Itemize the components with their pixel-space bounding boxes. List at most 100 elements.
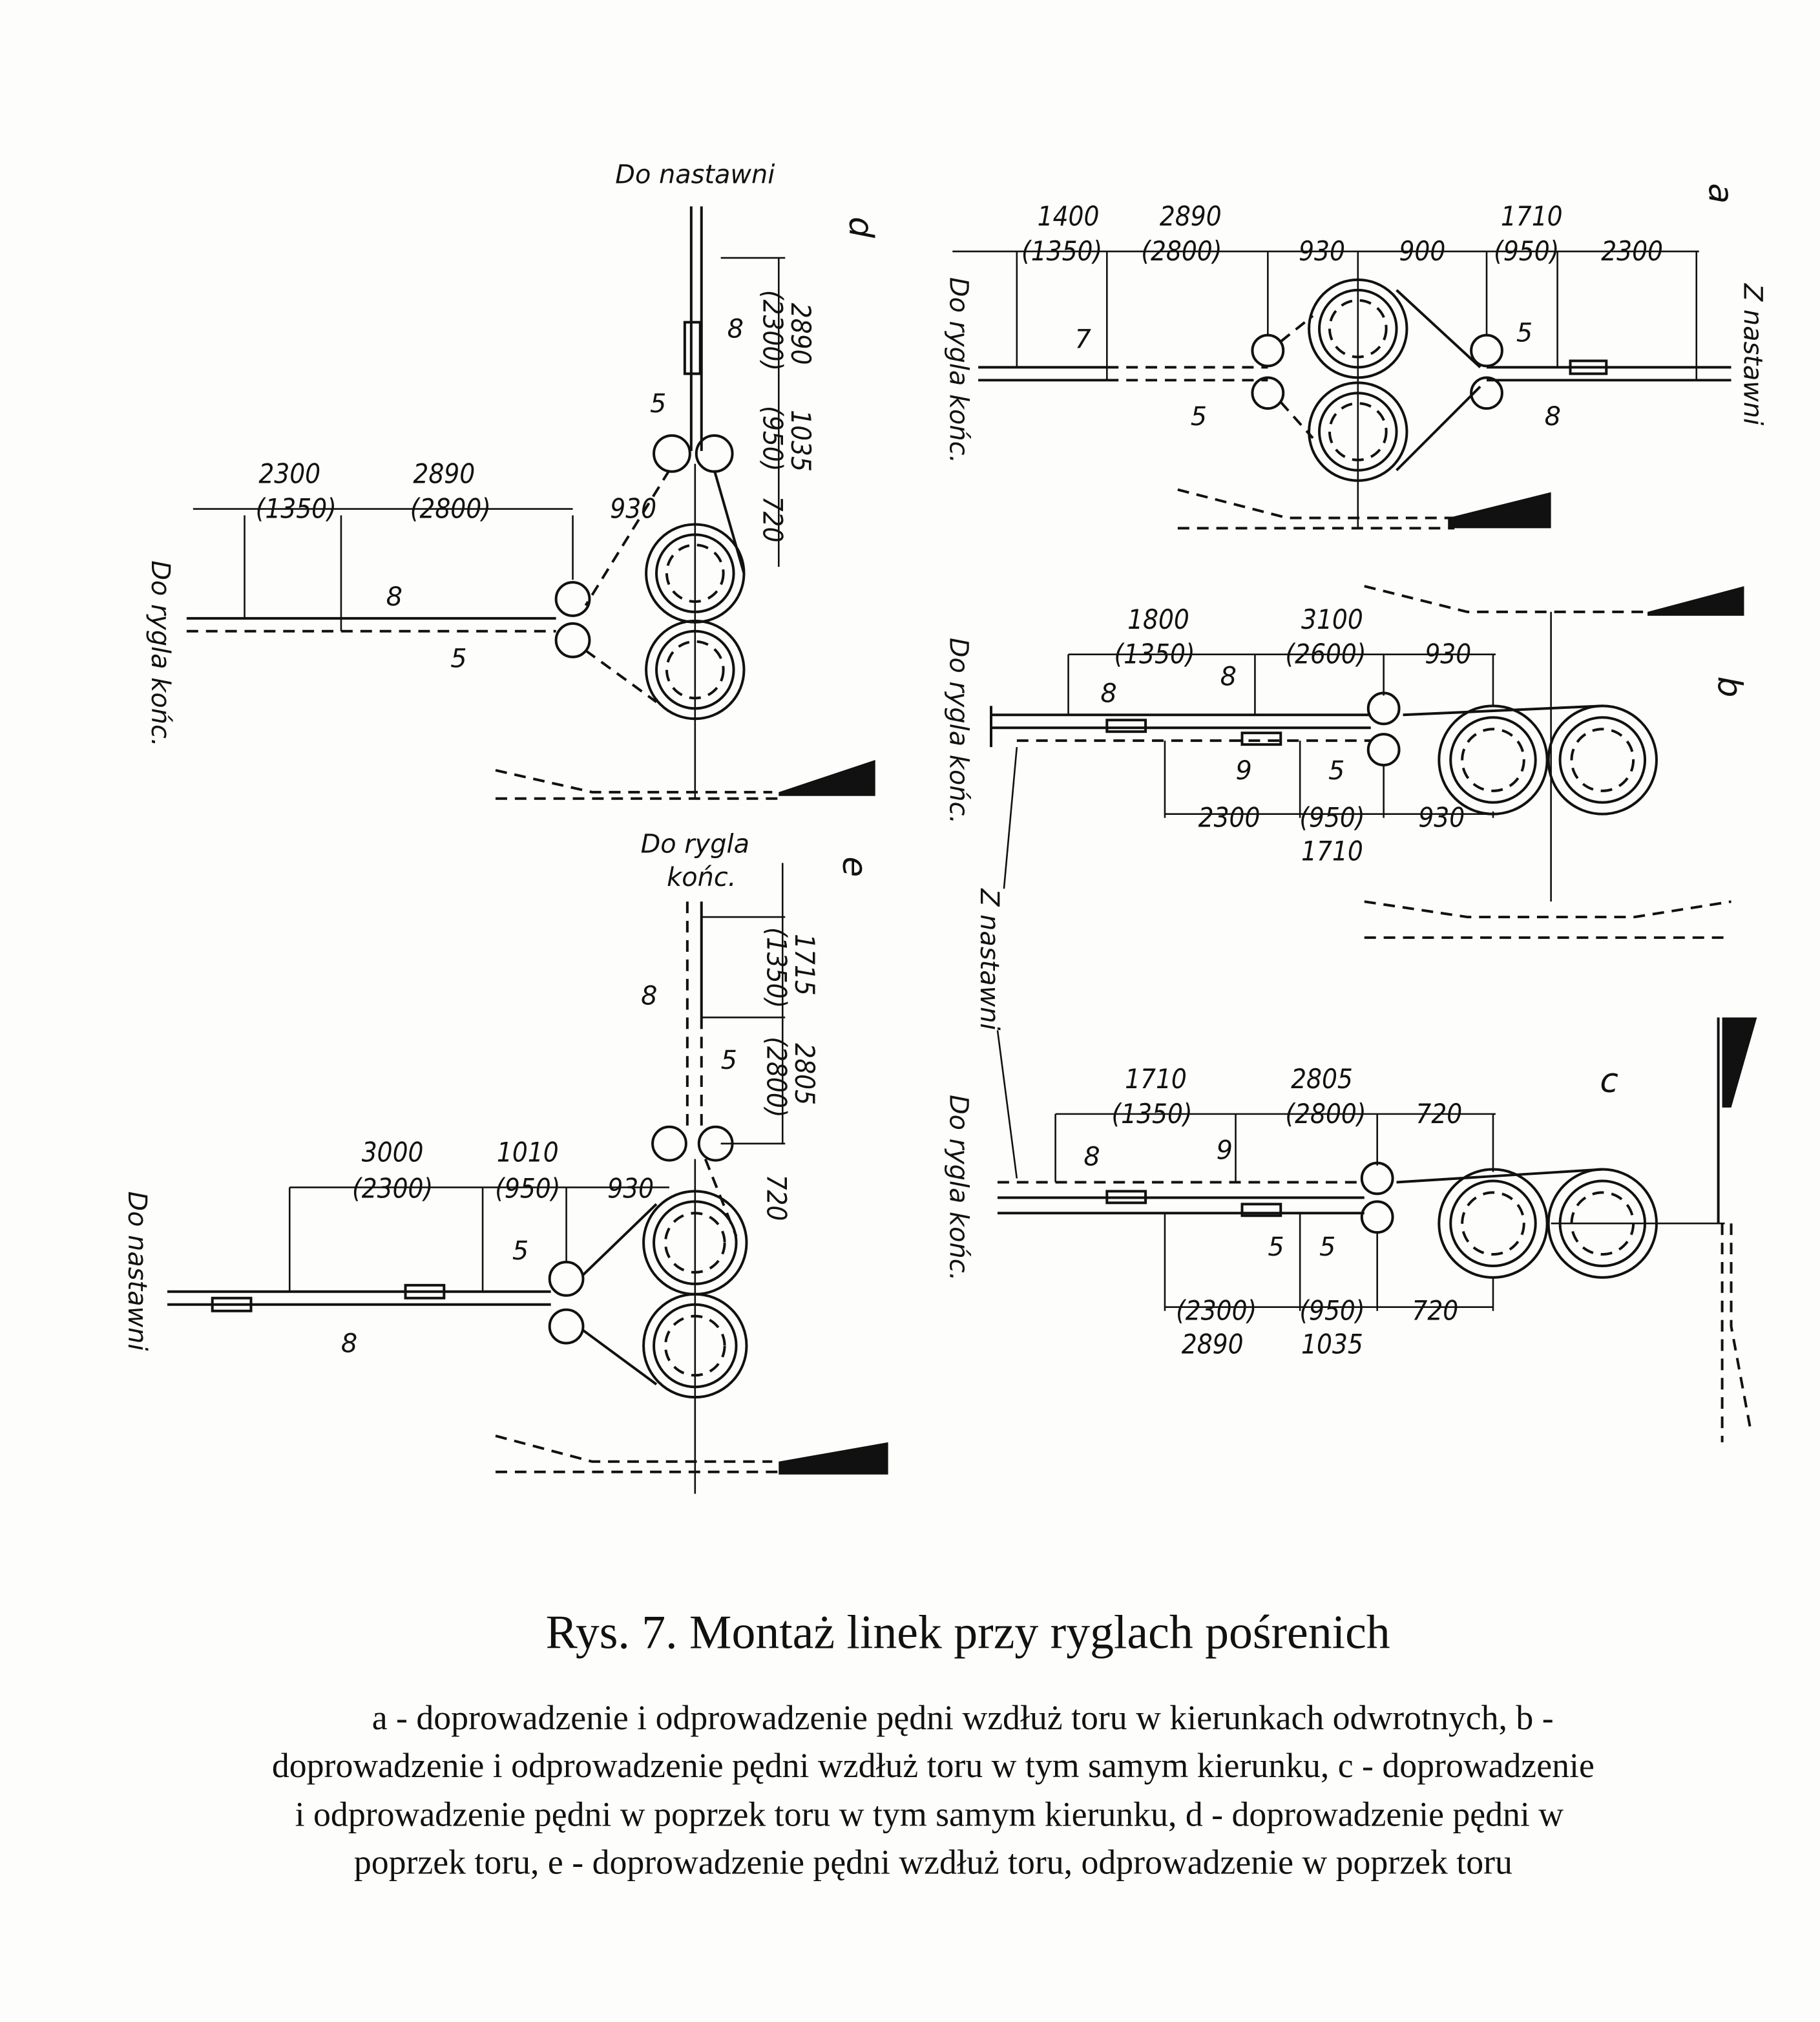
part-number: 8 — [727, 315, 744, 344]
panel-letter-b: b — [1710, 677, 1749, 698]
part-number: 9 — [1217, 1136, 1233, 1166]
part-number: 8 — [641, 982, 657, 1011]
label-konc: końc. — [667, 863, 736, 892]
panel-a: a 1400 (1350) 2890 (2800) 930 900 1710 (… — [943, 184, 1767, 530]
dim-d-7: (1350) — [256, 492, 337, 524]
dim-d-9: (2800) — [410, 492, 491, 524]
small-pulley — [1470, 333, 1503, 368]
small-pulley — [651, 1125, 687, 1162]
caption-title: Rys. 7. Montaż linek przy ryglach pośren… — [546, 1606, 1390, 1659]
dim-c-6: (2300) — [1176, 1295, 1257, 1327]
small-pulley — [697, 1125, 734, 1162]
panel-e: Do rygla końc. e 1715 (1350) 2805 (2800)… — [122, 829, 888, 1494]
caption: Rys. 7. Montaż linek przy ryglach pośren… — [272, 1606, 1595, 1882]
dim-d-1: 2890 — [785, 303, 817, 365]
dim-e-5: 720 — [760, 1175, 792, 1221]
small-pulley — [1366, 733, 1401, 766]
large-pulley — [645, 619, 746, 721]
part-number: 5 — [512, 1236, 528, 1266]
label-do-rygla-konc: Do rygla końc. — [943, 277, 973, 463]
panel-d: Do nastawni d 2890 (2300) 1035 (950) 720… — [145, 160, 880, 800]
caption-line: i odprowadzenie pędni w poprzek toru w t… — [295, 1795, 1564, 1834]
caption-line: doprowadzenie i odprowadzenie pędni wzdł… — [272, 1746, 1595, 1785]
dim-c-8: (950) — [1299, 1295, 1365, 1327]
part-number: 5 — [1328, 756, 1344, 786]
turnbuckle — [1105, 1190, 1147, 1205]
label-do-rygla-konc: Do rygla końc. — [943, 1095, 973, 1281]
dim-d-6: 2300 — [258, 458, 320, 490]
label-do-nastawni: Do nastawni — [615, 160, 775, 190]
caption-line: poprzek toru, e - doprowadzenie pędni wz… — [354, 1842, 1512, 1881]
dim-b-7: (950) — [1299, 802, 1365, 834]
part-number: 5 — [721, 1046, 737, 1075]
part-number: 8 — [1083, 1143, 1100, 1172]
label-do-nastawni: Do nastawni — [122, 1191, 152, 1351]
part-number: 5 — [1319, 1232, 1335, 1262]
large-pulley — [1547, 704, 1658, 816]
part-number: 8 — [1100, 679, 1116, 708]
dim-c-7: 2890 — [1182, 1328, 1244, 1360]
turnbuckle — [211, 1296, 253, 1312]
part-number: 5 — [450, 644, 466, 674]
small-pulley — [695, 434, 734, 473]
large-pulley — [1308, 278, 1408, 379]
dim-e-8: 1010 — [497, 1137, 559, 1168]
dim-e-6: 3000 — [362, 1137, 424, 1168]
dim-e-4: (2800) — [760, 1037, 792, 1117]
dim-c-10: 720 — [1412, 1295, 1458, 1327]
part-number: 7 — [1075, 325, 1091, 355]
dim-d-2: (2300) — [757, 290, 788, 371]
panel-letter-a: a — [1701, 184, 1740, 204]
large-pulley — [1308, 381, 1408, 482]
label-z-nastawni-middle: Z nastawni — [974, 888, 1004, 1030]
label-do-rygla-konc: Do rygla końc. — [145, 560, 175, 746]
part-number: 8 — [386, 582, 403, 612]
turnbuckle — [683, 321, 702, 375]
dim-c-9: 1035 — [1301, 1328, 1363, 1360]
dim-d-4: (950) — [757, 406, 788, 471]
dim-d-5: 720 — [757, 496, 788, 543]
large-pulley — [1438, 1168, 1549, 1279]
turnbuckle — [1240, 1203, 1282, 1217]
label-z-nastawni: Z nastawni — [1737, 283, 1767, 425]
label-do-rygla: Do rygla — [641, 829, 749, 859]
large-pulley — [1438, 704, 1549, 816]
turnbuckle — [1569, 359, 1608, 375]
small-pulley — [548, 1260, 585, 1297]
dim-e-3: 2805 — [789, 1043, 821, 1105]
dim-e-10: 930 — [607, 1172, 654, 1204]
turnbuckle — [1240, 732, 1282, 746]
dim-d-10: 930 — [610, 492, 656, 524]
dim-b-1: 1800 — [1127, 604, 1189, 635]
dim-e-9: (950) — [495, 1172, 560, 1204]
dim-b-3: 3100 — [1301, 604, 1363, 635]
part-number: 8 — [341, 1329, 357, 1358]
small-pulley — [1251, 376, 1285, 410]
part-number: 8 — [1545, 402, 1561, 432]
panel-letter-c: c — [1600, 1062, 1618, 1101]
dim-c-3: 2805 — [1291, 1063, 1353, 1095]
part-number: 9 — [1236, 756, 1252, 786]
part-number: 5 — [1516, 319, 1532, 348]
small-pulley — [1470, 376, 1503, 410]
small-pulley — [554, 622, 591, 658]
small-pulley — [1366, 691, 1401, 726]
dim-b-8: 1710 — [1301, 835, 1363, 867]
small-pulley — [653, 434, 691, 473]
panel-c: c 1710 (1350) 2805 (2800) 720 (2300) 289… — [943, 1017, 1757, 1442]
label-do-rygla-konc: Do rygla końc. — [943, 638, 973, 824]
turnbuckle — [404, 1283, 446, 1300]
turnbuckle — [1105, 719, 1147, 733]
dim-e-7: (2300) — [352, 1172, 433, 1204]
dim-a-3: 2890 — [1160, 200, 1222, 232]
small-pulley — [1251, 333, 1285, 368]
small-pulley — [1360, 1161, 1394, 1195]
small-pulley — [554, 581, 591, 617]
part-number: 5 — [650, 389, 666, 419]
dim-a-7: 1710 — [1501, 200, 1563, 232]
dim-c-1: 1710 — [1125, 1063, 1187, 1095]
dim-e-1: 1715 — [789, 934, 821, 996]
small-pulley — [1360, 1200, 1394, 1234]
dim-a-1: 1400 — [1038, 200, 1100, 232]
